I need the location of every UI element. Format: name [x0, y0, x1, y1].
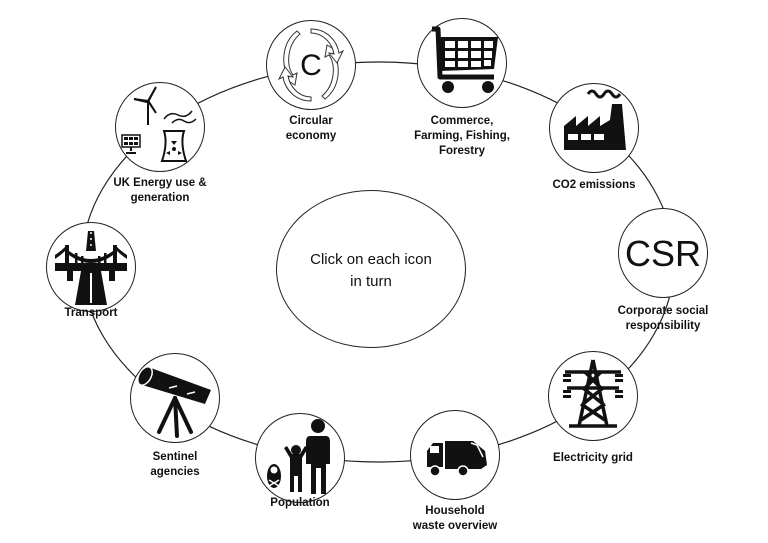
factory-icon — [564, 89, 626, 150]
label-line: Circular — [289, 115, 333, 127]
circular-glyph: C — [300, 49, 322, 82]
label-line: Corporate social — [617, 305, 709, 317]
sentinel-agencies-label: Sentinel agencies — [100, 450, 250, 480]
label-line: Population — [270, 497, 330, 509]
center-instruction: Click on each icon in turn — [276, 190, 466, 348]
label-line: waste overview — [412, 520, 498, 532]
commerce-button[interactable] — [417, 18, 507, 108]
electricity-grid-label: Electricity grid — [518, 451, 668, 466]
family-icon — [267, 419, 330, 494]
telescope-icon — [137, 366, 211, 438]
uk-energy-label: UK Energy use & generation — [85, 176, 235, 206]
uk-energy-button[interactable] — [115, 82, 205, 172]
circular-arrows-icon: C — [277, 28, 345, 102]
label-line: generation — [130, 192, 190, 204]
transport-button[interactable] — [46, 222, 136, 312]
bridge-road-icon — [55, 231, 127, 305]
garbage-truck-icon — [427, 441, 487, 477]
co2-emissions-button[interactable] — [549, 83, 639, 173]
sentinel-agencies-button[interactable] — [130, 353, 220, 443]
transport-label: Transport — [16, 306, 166, 321]
circular-economy-button[interactable]: C — [266, 20, 356, 110]
label-line: Household — [425, 505, 485, 517]
energy-sources-icon — [121, 86, 197, 162]
shopping-cart-icon — [432, 26, 498, 93]
csr-label: Corporate social responsibility — [588, 304, 738, 334]
label-line: UK Energy use & — [113, 177, 207, 189]
household-waste-label: Household waste overview — [380, 504, 530, 534]
label-line: Farming, Fishing, — [414, 130, 510, 142]
label-line: Commerce, — [430, 115, 494, 127]
instruction-line-1: Click on each icon — [310, 251, 432, 268]
label-line: Sentinel — [152, 451, 198, 463]
label-line: agencies — [150, 466, 200, 478]
co2-emissions-label: CO2 emissions — [519, 178, 669, 193]
label-line: responsibility — [625, 320, 701, 332]
label-line: Forestry — [438, 145, 486, 157]
csr-glyph: CSR — [625, 233, 701, 274]
electricity-grid-button[interactable] — [548, 351, 638, 441]
circular-economy-label: Circular economy — [236, 114, 386, 144]
label-line: economy — [285, 130, 337, 142]
household-waste-button[interactable] — [410, 410, 500, 500]
population-label: Population — [225, 496, 375, 511]
label-line: Transport — [64, 307, 118, 319]
csr-text-icon: CSR — [625, 233, 701, 274]
instruction-text: Click on each icon in turn — [277, 249, 465, 293]
population-button[interactable] — [255, 413, 345, 503]
commerce-label: Commerce, Farming, Fishing, Forestry — [387, 114, 537, 159]
csr-button[interactable]: CSR — [618, 208, 708, 298]
instruction-line-2: in turn — [350, 273, 392, 290]
label-line: CO2 emissions — [552, 179, 636, 191]
pylon-icon — [563, 359, 623, 428]
label-line: Electricity grid — [553, 452, 633, 464]
